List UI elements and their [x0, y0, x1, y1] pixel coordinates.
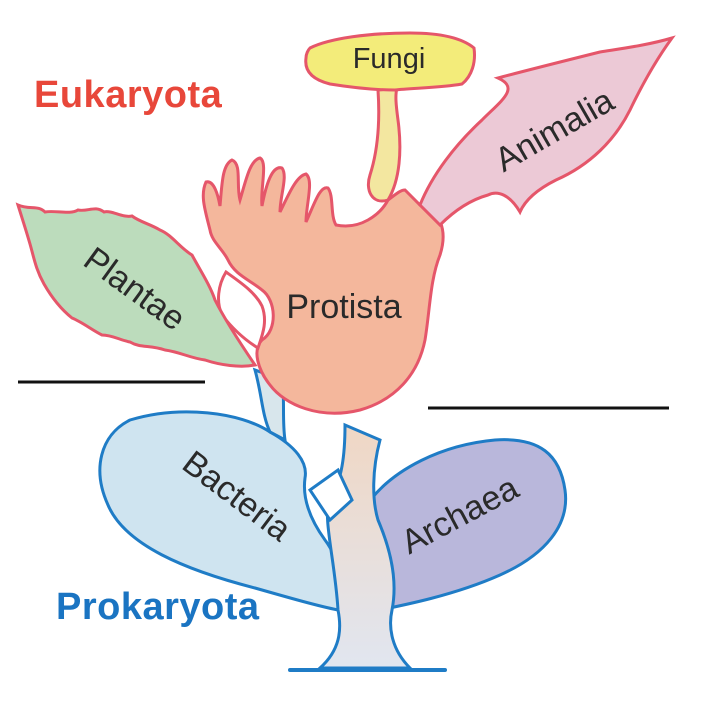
eukaryota-label: Eukaryota — [34, 74, 223, 116]
plantae-leaf — [15, 202, 258, 368]
protista-label: Protista — [286, 288, 401, 326]
bacteria-lobe — [98, 410, 343, 612]
fungi-label: Fungi — [353, 43, 426, 75]
branch-junction — [307, 467, 354, 523]
protista-body — [201, 156, 445, 415]
prokaryota-label: Prokaryota — [56, 586, 260, 628]
fungi-cap — [304, 31, 476, 92]
animalia-shape — [418, 35, 676, 228]
fungi-stalk — [366, 86, 402, 203]
protista-gap — [217, 269, 266, 351]
